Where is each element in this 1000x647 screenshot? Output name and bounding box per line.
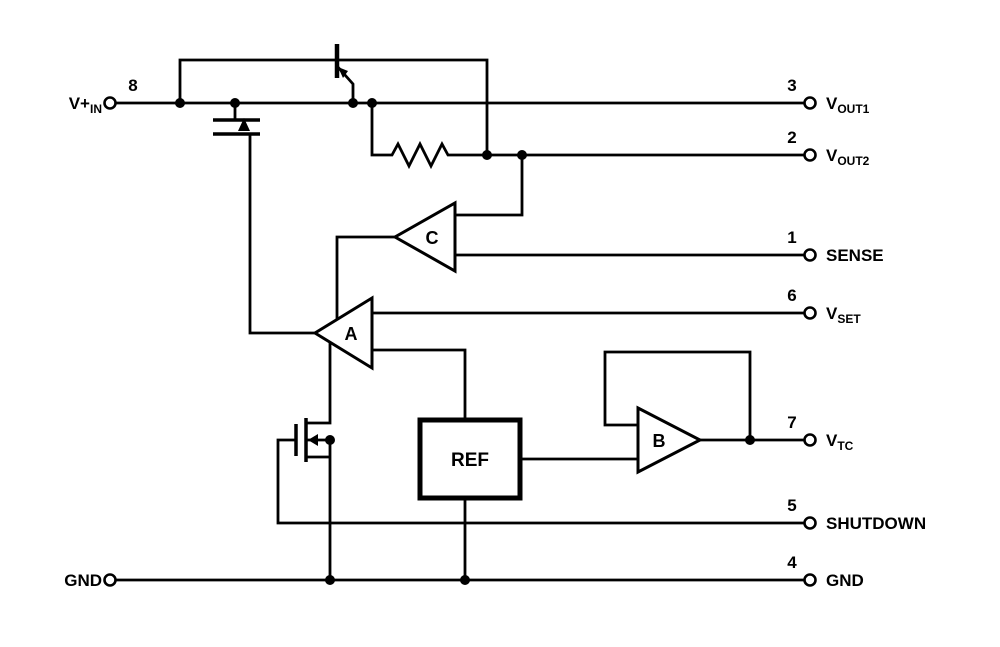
pin-terminal (103, 573, 117, 587)
pin-label: SHUTDOWN (826, 514, 926, 533)
pin-vtc: 7 VTC (787, 413, 853, 453)
pin-terminal (103, 96, 117, 110)
pin-number: 7 (787, 413, 796, 432)
pin-label-sub: SET (837, 312, 861, 326)
vout2-to-ampc-wire (453, 153, 524, 217)
pin-label-main: V (826, 146, 838, 165)
ampb-feedback-wire (603, 350, 752, 442)
shutdown-mosfet (294, 418, 318, 462)
pin-shutdown: 5 SHUTDOWN (787, 496, 926, 533)
pin-terminal (803, 148, 817, 162)
pin-number: 8 (128, 76, 137, 95)
pin-terminal (803, 96, 817, 110)
amp-c: C (391, 200, 457, 274)
pass-mosfet-arrow-icon (238, 118, 250, 131)
junction-dot (367, 98, 377, 108)
ref-box (417, 417, 523, 501)
pin-label: VOUT1 (826, 94, 870, 116)
amp-a-output-wire (248, 132, 317, 335)
pin-label-sub: OUT2 (837, 154, 869, 168)
pin-label: VSET (826, 304, 861, 326)
junction-dot (325, 435, 335, 445)
nmos-drain-wire (304, 340, 332, 425)
junction-dots (175, 98, 755, 585)
ampc-output-wire (335, 235, 397, 322)
pin-number: 6 (787, 286, 796, 305)
wires (114, 58, 806, 582)
junction-dot (325, 575, 335, 585)
pin-terminal (803, 306, 817, 320)
ampa-ref-wire (370, 348, 467, 422)
pin-gnd-right: 4 GND (787, 553, 864, 590)
ref-label: REF (451, 450, 489, 471)
pin-terminal (803, 433, 817, 447)
pin-terminal (803, 573, 817, 587)
shutdown-wire (276, 438, 806, 525)
pin-vout1: 3 VOUT1 (787, 76, 869, 116)
pin-number: 1 (787, 228, 796, 247)
pin-label: VTC (826, 431, 854, 453)
pin-vin: 8 V+IN (69, 76, 138, 116)
pnp-transistor (334, 44, 348, 78)
amp-b-triangle (636, 405, 704, 475)
amp-b: B (636, 405, 704, 475)
pin-number: 3 (787, 76, 796, 95)
pin-number: 2 (787, 128, 796, 147)
pin-vset: 6 VSET (787, 286, 861, 326)
junction-dot (230, 98, 240, 108)
pin-number: 4 (787, 553, 797, 572)
junction-dot (482, 150, 492, 160)
pin-label: GND (826, 571, 864, 590)
top-route-wire (178, 58, 489, 157)
pin-terminal (803, 248, 817, 262)
amp-a-label: A (345, 324, 358, 344)
nmos-source-wire (304, 438, 332, 582)
pin-label-sub: TC (837, 439, 853, 453)
resistor-vout2-wire (370, 101, 806, 170)
pin-label: SENSE (826, 246, 884, 265)
junction-dot (517, 150, 527, 160)
pin-number: 5 (787, 496, 796, 515)
pin-label-main: V (826, 94, 838, 113)
pin-terminal (803, 516, 817, 530)
pin-label: V+IN (69, 94, 102, 116)
pin-label-sub: OUT1 (837, 102, 869, 116)
junction-dot (460, 575, 470, 585)
pin-label-main: V (826, 431, 838, 450)
pass-mosfet (213, 118, 260, 136)
pin-label: VOUT2 (826, 146, 870, 168)
junction-dot (175, 98, 185, 108)
amp-b-label: B (653, 431, 666, 451)
nmos-body-arrow-icon (308, 434, 318, 446)
ref-block: REF (417, 417, 523, 501)
pin-label-sub: IN (90, 102, 102, 116)
pin-vout2: 2 VOUT2 (787, 128, 869, 168)
amp-a-triangle (312, 295, 374, 371)
pin-label-main: V+ (69, 94, 90, 113)
pnp-emitter-arrow-icon (338, 67, 348, 78)
pin-sense: 1 SENSE (787, 228, 883, 265)
pin-label-main: V (826, 304, 838, 323)
amp-a: A (312, 295, 374, 371)
amp-c-triangle (391, 200, 457, 274)
pin-gnd-left: GND (64, 571, 117, 590)
amp-c-label: C (426, 228, 439, 248)
junction-dot (348, 98, 358, 108)
pin-label: GND (64, 571, 102, 590)
junction-dot (745, 435, 755, 445)
